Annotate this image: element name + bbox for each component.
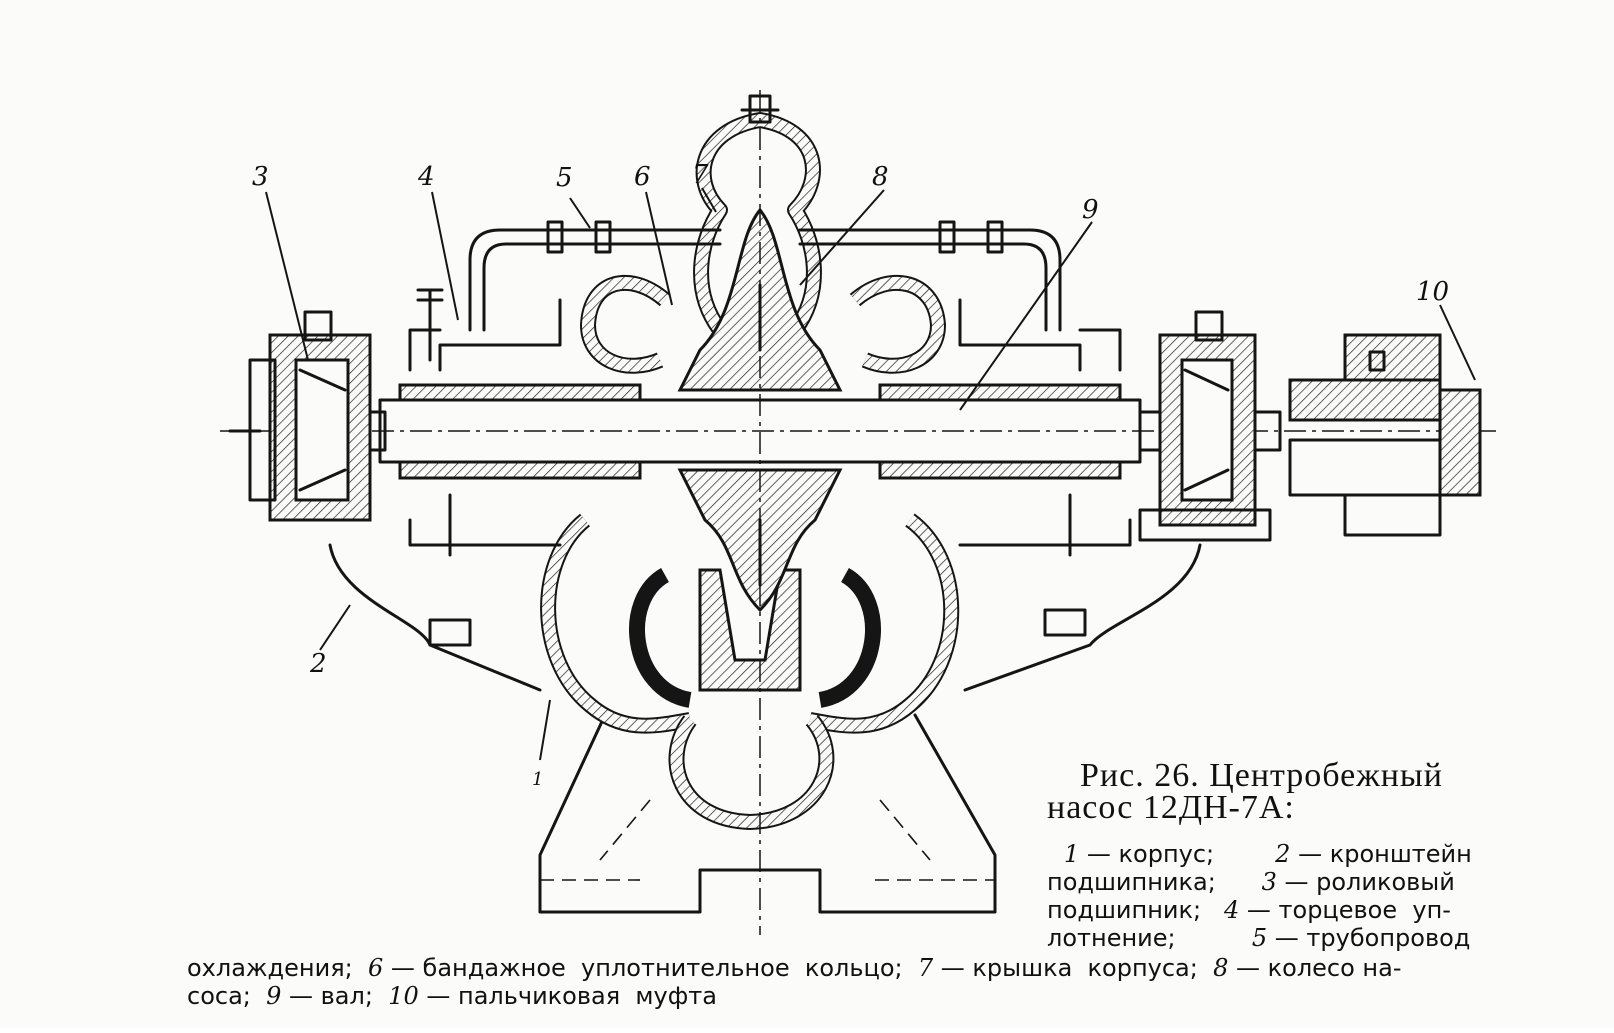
caption-line-4: лотнение; 5 — трубопровод (1047, 924, 1470, 952)
label-6: 6 (634, 162, 651, 192)
caption-item-number: 1 (1064, 840, 1079, 868)
caption-line-1: 1 — корпус; 2 — кронштейн (1064, 840, 1472, 868)
caption-text: — крышка корпуса; (933, 954, 1213, 982)
caption-item-number: 6 (368, 954, 383, 982)
caption-item-number: 10 (388, 982, 419, 1010)
figure-caption: Рис. 26. Центробежный насос 12ДН-7А: 1 —… (187, 757, 1472, 1010)
label-8: 8 (872, 162, 889, 192)
caption-text: лотнение; (1047, 924, 1252, 952)
caption-text: — роликовый (1277, 868, 1455, 896)
caption-item-number: 7 (918, 954, 934, 982)
label-5: 5 (556, 163, 573, 193)
caption-title-line2: насос 12ДН-7А: (1047, 789, 1295, 826)
caption-text: — бандажное уплотнительное кольцо; (383, 954, 918, 982)
caption-text: — пальчиковая муфта (419, 982, 717, 1010)
caption-item-number: 2 (1274, 840, 1290, 868)
part-labels: 3 4 5 6 7 8 9 10 2 1 (252, 160, 1449, 790)
leader-lines (265, 187, 1476, 761)
caption-item-number: 8 (1213, 954, 1228, 982)
caption-item-number: 9 (266, 982, 281, 1010)
casing-body (328, 513, 1202, 830)
label-2: 2 (309, 649, 327, 679)
caption-text: охлаждения; (187, 954, 368, 982)
caption-text: — кронштейн (1290, 840, 1471, 868)
caption-text: подшипника; (1047, 868, 1262, 896)
coupling (1288, 333, 1482, 537)
label-3: 3 (252, 162, 269, 192)
caption-item-number: 3 (1262, 868, 1277, 896)
caption-text: — вал; (281, 982, 388, 1010)
caption-line-3: подшипник; 4 — торцевое уп- (1047, 896, 1451, 924)
cooling-pipe (468, 220, 1062, 332)
gland-studs (416, 288, 1087, 647)
caption-text: — корпус; (1079, 840, 1275, 868)
label-1: 1 (532, 769, 543, 790)
caption-item-number: 4 (1223, 896, 1239, 924)
caption-line-5: охлаждения; 6 — бандажное уплотнительное… (187, 954, 1401, 982)
label-10: 10 (1416, 277, 1449, 307)
caption-text: — трубопровод (1267, 924, 1470, 952)
right-bearing (1138, 310, 1272, 542)
caption-line-6: соса; 9 — вал; 10 — пальчиковая муфта (187, 982, 717, 1010)
caption-text: подшипник; (1047, 896, 1224, 924)
left-bearing (228, 310, 372, 522)
label-9: 9 (1082, 195, 1099, 225)
pump-drawing (220, 90, 1500, 935)
caption-text: соса; (187, 982, 266, 1010)
caption-title-line1: Рис. 26. Центробежный (1080, 757, 1443, 794)
caption-text: — колесо на- (1228, 954, 1401, 982)
label-4: 4 (417, 162, 435, 192)
caption-line-2: подшипника; 3 — роликовый (1047, 868, 1455, 896)
label-7: 7 (692, 160, 709, 190)
caption-item-number: 5 (1252, 924, 1267, 952)
caption-text: — торцевое уп- (1239, 896, 1451, 924)
